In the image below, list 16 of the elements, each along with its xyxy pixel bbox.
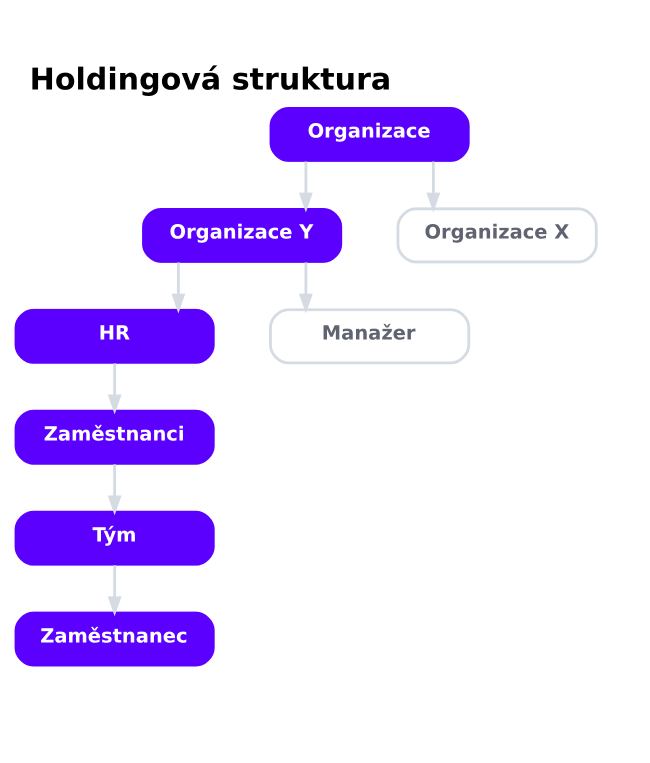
arrow	[171, 262, 186, 313]
arrow	[426, 161, 440, 212]
arrow	[298, 161, 313, 212]
node-box: Zaměstnanci	[14, 409, 215, 464]
arrow	[108, 564, 122, 616]
node-box: HR	[14, 308, 215, 364]
diagram-title: Holdingová struktura	[30, 62, 392, 97]
arrow	[108, 464, 122, 515]
node-box: Zaměstnanec	[14, 611, 215, 666]
node-box: Organizace Y	[142, 207, 342, 262]
node-box: Tým	[14, 510, 215, 566]
node-box: Organizace X	[396, 206, 598, 263]
node-box: Manažer	[269, 308, 470, 364]
node-box: Organizace	[270, 106, 470, 162]
arrow	[298, 262, 313, 313]
arrow	[108, 362, 122, 414]
